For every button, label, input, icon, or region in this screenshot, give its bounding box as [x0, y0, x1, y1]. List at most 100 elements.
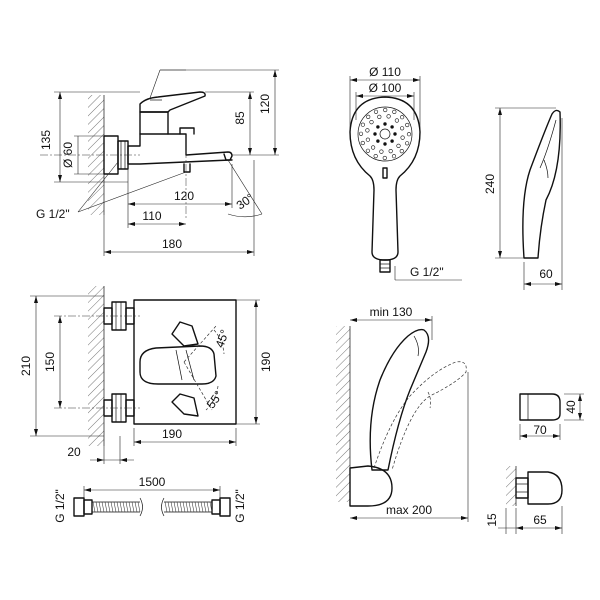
holder-mounted-view: min 130 max 200 [336, 305, 469, 522]
bracket-dim-70: 70 [533, 423, 547, 437]
side-view-outlet [223, 153, 233, 161]
front-dim-20: 20 [67, 445, 81, 459]
nozzle [365, 137, 371, 142]
nozzle [365, 128, 370, 133]
nozzle [373, 154, 378, 159]
front-dim-190-horizontal: 190 [162, 427, 182, 441]
hose-rib [176, 501, 180, 513]
nozzle [399, 149, 404, 154]
shower-dim-240: 240 [483, 174, 497, 194]
nozzle [360, 122, 366, 127]
shower-head-side-view: 240 60 [483, 107, 563, 290]
nozzle [366, 114, 371, 119]
shower-head-front-view: Ø 110 Ø 100 G 1/2" [349, 65, 462, 281]
nozzle [360, 140, 365, 146]
mixer-front-view: 210 150 190 190 20 45° 55° [19, 286, 273, 464]
hose-rib [206, 501, 210, 513]
shower-dim-100: Ø 100 [369, 81, 402, 95]
shower-head-connector [379, 259, 391, 273]
side-thread-label: G 1/2" [36, 207, 70, 221]
nozzle [376, 125, 380, 129]
nozzle [379, 149, 384, 154]
nozzle [377, 114, 382, 119]
nozzle [369, 119, 374, 125]
side-dim-120-horizontal: 120 [174, 189, 194, 203]
holder-dim-min: min 130 [370, 305, 413, 319]
shower-head-outline [349, 96, 421, 261]
hose-rib [194, 501, 198, 513]
hose-rib [182, 501, 186, 513]
side-dim-diameter-60: Ø 60 [61, 142, 75, 168]
hose-rib [92, 501, 96, 513]
hose-thread-left: G 1/2" [53, 489, 67, 523]
shower-hose: 1500 G 1/2" G 1/2" [53, 475, 247, 523]
hose-rib [122, 501, 126, 513]
hose-rib [179, 501, 183, 513]
nozzle [391, 154, 397, 159]
hose-rib [191, 501, 195, 513]
side-angle-label: 30° [234, 190, 257, 212]
nozzle [390, 139, 394, 143]
front-angle-55: 55° [204, 388, 226, 411]
hose-rib [131, 501, 135, 513]
hose-rib [125, 501, 129, 513]
nozzle [371, 145, 376, 150]
hose-rib [200, 501, 204, 513]
shower-side-outline [522, 109, 561, 259]
nozzle [382, 155, 387, 161]
holder-shower-tilted [373, 361, 467, 471]
nozzle [390, 125, 394, 129]
hose-rib [197, 501, 201, 513]
nozzle [365, 148, 371, 153]
bracket-side-outline [527, 471, 563, 505]
nozzle [400, 126, 405, 131]
front-view-wall [88, 286, 104, 446]
hose-rib [116, 501, 120, 513]
hose-right-fitting [219, 497, 231, 517]
hose-rib [173, 501, 177, 513]
hose-rib [98, 501, 102, 513]
bracket-top-outline [519, 393, 561, 421]
hose-rib [137, 501, 141, 513]
hose-rib [134, 501, 138, 513]
shower-dim-60: 60 [539, 267, 553, 281]
mixer-side-view: 135 Ø 60 85 120 120 110 180 G 1/2" 30° [36, 69, 279, 256]
hose-rib [185, 501, 189, 513]
hose-rib [209, 501, 213, 513]
front-dim-210: 210 [19, 356, 33, 376]
hose-rib [188, 501, 192, 513]
nozzle [376, 139, 380, 143]
side-view-cartridge [139, 111, 169, 135]
holder-body [349, 465, 393, 507]
shower-nozzles [358, 107, 412, 161]
nozzle [392, 109, 397, 114]
hose-rib [101, 501, 105, 513]
hose-rib [113, 501, 117, 513]
nozzle [386, 114, 391, 119]
side-dim-85: 85 [233, 111, 247, 125]
nozzle [405, 122, 410, 128]
hose-rib [104, 501, 108, 513]
nozzle [396, 143, 401, 148]
hose-rib [119, 501, 123, 513]
hose-rib [128, 501, 132, 513]
hose-rib [203, 501, 207, 513]
front-lower-knob [171, 393, 199, 417]
nozzle [358, 131, 364, 136]
holder-wall [336, 326, 350, 502]
shower-thread-label: G 1/2" [410, 265, 444, 279]
nozzle [406, 132, 412, 137]
hose-rib [164, 501, 168, 513]
front-dim-150: 150 [43, 352, 57, 372]
front-angle-45: 45° [213, 328, 232, 350]
side-dim-180: 180 [162, 237, 182, 251]
front-upper-knob [171, 321, 199, 347]
hose-left-fitting [73, 497, 85, 517]
front-dim-190-vertical: 190 [259, 352, 273, 372]
bracket-wall [506, 466, 516, 506]
nozzle [405, 141, 410, 146]
hose-dim-1500: 1500 [139, 475, 166, 489]
side-dim-135: 135 [39, 130, 53, 150]
side-dim-110: 110 [142, 209, 161, 223]
